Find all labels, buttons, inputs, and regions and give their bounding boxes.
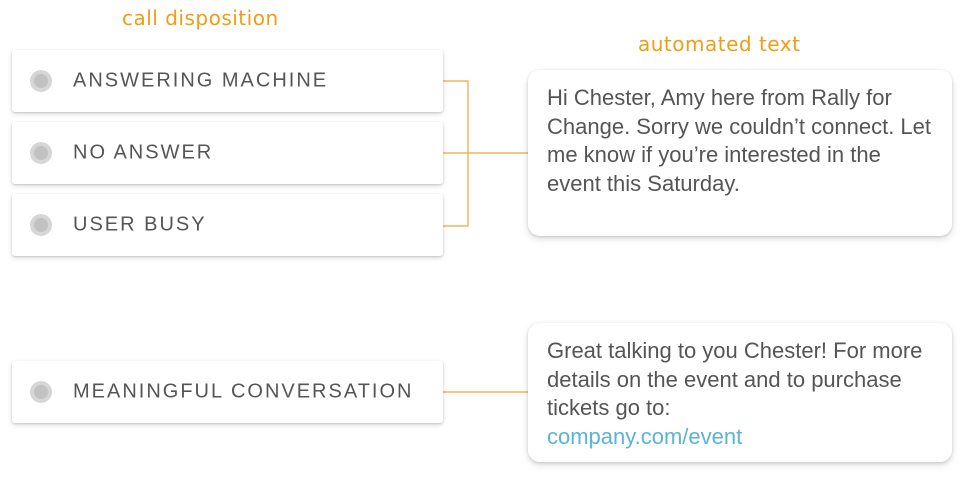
automated-text-label: automated text [638, 32, 801, 56]
radio-icon[interactable] [30, 70, 52, 92]
option-user-busy[interactable]: USER BUSY [12, 194, 443, 256]
message-text: Hi Chester, Amy here from Rally for Chan… [547, 85, 932, 196]
event-link[interactable]: company.com/event [547, 423, 743, 449]
option-no-answer[interactable]: NO ANSWER [12, 122, 443, 184]
message-bubble-no-answer: Hi Chester, Amy here from Rally for Chan… [528, 70, 952, 236]
message-bubble-conversation: Great talking to you Chester! For more d… [528, 323, 952, 462]
connector-answering-machine [443, 80, 469, 227]
option-label: ANSWERING MACHINE [73, 69, 329, 92]
option-label: USER BUSY [73, 213, 207, 236]
option-answering-machine[interactable]: ANSWERING MACHINE [12, 50, 443, 112]
radio-icon[interactable] [30, 142, 52, 164]
option-label: MEANINGFUL CONVERSATION [73, 380, 414, 403]
radio-icon[interactable] [30, 381, 52, 403]
radio-icon[interactable] [30, 214, 52, 236]
call-disposition-label: call disposition [122, 6, 279, 30]
message-text: Great talking to you Chester! For more d… [547, 338, 923, 420]
option-meaningful-conversation[interactable]: MEANINGFUL CONVERSATION [12, 361, 443, 423]
option-label: NO ANSWER [73, 141, 214, 164]
